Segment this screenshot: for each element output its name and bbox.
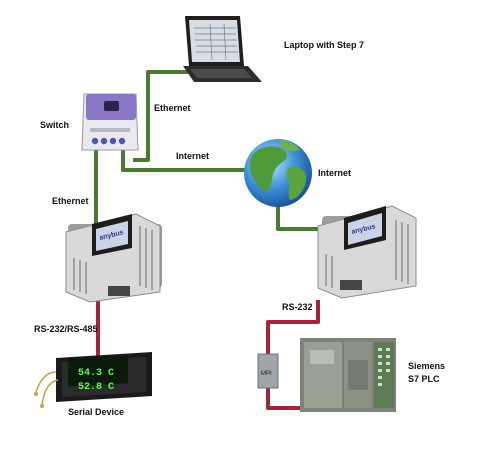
siemens-s7-plc xyxy=(300,338,396,412)
ethernet-left-label: Ethernet xyxy=(52,196,89,206)
gateway-right: anybus xyxy=(317,205,417,299)
rs232-label: RS-232 xyxy=(282,302,313,312)
laptop-icon xyxy=(183,16,262,82)
cable-switch-internet xyxy=(121,150,252,172)
cable-internet-gateway-right xyxy=(276,200,322,231)
ethernet-top-label: Ethernet xyxy=(154,103,191,113)
internet-right-label: Internet xyxy=(318,168,352,178)
cable-laptop-switch xyxy=(133,70,195,162)
switch-label: Switch xyxy=(40,120,70,130)
laptop-label: Laptop with Step 7 xyxy=(284,40,364,50)
internet-globe-icon xyxy=(244,139,312,207)
serial-device-label: Serial Device xyxy=(68,407,125,417)
mpi-adapter: MPI xyxy=(257,353,279,389)
serial-display-line1: 54.3 C xyxy=(78,368,114,379)
internet-left-label: Internet xyxy=(176,151,210,161)
cable-mpi-plc xyxy=(266,385,308,410)
cable-gateway-mpi xyxy=(266,300,320,360)
plc-label-line2: S7 PLC xyxy=(408,374,440,384)
serial-cables xyxy=(96,300,320,410)
rs232-485-label: RS-232/RS-485 xyxy=(34,324,98,334)
ethernet-cables xyxy=(94,70,322,231)
serial-device: 54.3 C 52.8 C xyxy=(34,352,152,408)
mpi-label: MPI xyxy=(261,371,272,377)
plc-label-line1: Siemens xyxy=(408,361,446,371)
gateway-left: anybus xyxy=(65,213,162,303)
serial-display-line2: 52.8 C xyxy=(78,382,114,393)
switch-icon xyxy=(81,93,139,151)
